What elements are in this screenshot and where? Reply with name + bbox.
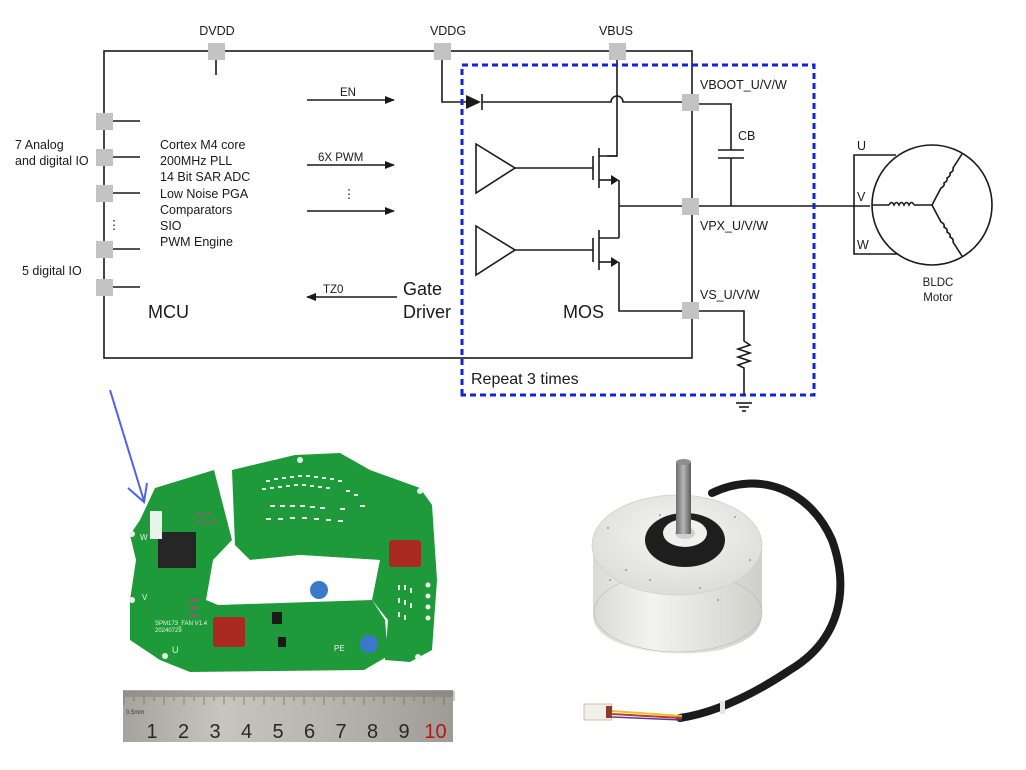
pcb-y-capacitor	[360, 635, 378, 653]
ground-icon	[736, 402, 752, 412]
high-side-gate-driver	[475, 142, 593, 195]
vddg-wire	[441, 60, 466, 103]
pcb-pad-w: W	[140, 533, 148, 542]
pcb-pad-v: V	[142, 593, 148, 602]
mcu-feature: Comparators	[160, 203, 232, 217]
label-phase-u: U	[857, 139, 866, 153]
vboot-wire	[482, 95, 682, 103]
ruler-number: 6	[304, 721, 315, 743]
motor-photo	[583, 459, 845, 722]
mcu-feature: Low Noise PGA	[160, 187, 249, 201]
pcb-pad-pe: PE	[334, 644, 345, 653]
ruler-number: 4	[241, 721, 252, 743]
label-7-analog: 7 Analog	[15, 138, 64, 152]
label-phase-v: V	[857, 190, 866, 204]
mcu-feature: Cortex M4 core	[160, 138, 245, 152]
gate-driver-line1: Gate	[403, 279, 442, 299]
ruler-number: 10	[424, 721, 446, 743]
mcu-feature: PWM Engine	[160, 235, 233, 249]
pin-dvdd	[208, 43, 225, 75]
pcb-film-capacitor	[213, 617, 245, 647]
ruler-number: 3	[209, 721, 220, 743]
label-and-digital-io: and digital IO	[15, 154, 89, 168]
mos-title: MOS	[563, 302, 604, 322]
label-bldc: BLDC	[923, 277, 954, 289]
low-side-mosfet	[592, 230, 682, 312]
label-motor: Motor	[923, 292, 953, 304]
pcb-photo: SPM173_FAN V1.4 20240729 U V W PE	[129, 453, 437, 672]
label-tz0: TZ0	[323, 284, 343, 296]
label-dvdd: DVDD	[199, 24, 234, 38]
mcu-feature: 200MHz PLL	[160, 154, 232, 168]
pcb-silkscreen-board: SPM173_FAN V1.4	[155, 621, 208, 627]
label-vddg: VDDG	[430, 24, 466, 38]
ruler-number: 5	[272, 721, 283, 743]
label-vs: VS_U/V/W	[700, 288, 760, 302]
label-phase-w: W	[857, 238, 869, 252]
low-side-gate-driver	[475, 224, 593, 277]
pcb-pad-u: U	[172, 645, 179, 655]
mcu-feature: 14 Bit SAR ADC	[160, 170, 250, 184]
label-vpx: VPX_U/V/W	[700, 219, 768, 233]
high-side-mosfet	[592, 148, 620, 238]
gate-driver-line2: Driver	[403, 302, 451, 322]
ruler-number: 1	[146, 721, 157, 743]
pcb-y-capacitor	[310, 581, 328, 599]
pin-vs	[682, 302, 699, 319]
ruler-number: 7	[335, 721, 346, 743]
io-ellipsis: ⋮	[108, 218, 121, 232]
label-5-digital-io: 5 digital IO	[22, 264, 82, 278]
pin-vboot	[682, 94, 699, 111]
label-en: EN	[340, 87, 356, 99]
pin-vbus	[609, 43, 626, 60]
label-repeat-3-times: Repeat 3 times	[471, 371, 579, 388]
ruler-number: 8	[367, 721, 378, 743]
label-vboot: VBOOT_U/V/W	[700, 78, 787, 92]
repeat-3-times-box	[460, 63, 816, 397]
label-cb: CB	[738, 129, 755, 143]
bootstrap-diode	[466, 94, 483, 110]
ruler-unit-label: 0.5mm	[126, 710, 144, 716]
io-pins	[96, 113, 140, 296]
pcb-silkscreen-date: 20240729	[155, 628, 182, 634]
pin-vddg	[434, 43, 451, 60]
signals-ellipsis: ⋮	[343, 187, 356, 201]
bldc-motor-symbol	[853, 144, 993, 266]
bootstrap-capacitor	[699, 103, 744, 206]
mcu-title: MCU	[148, 302, 189, 322]
pcb-film-capacitor	[389, 540, 421, 567]
pointer-arrow-icon	[109, 389, 148, 504]
label-vbus: VBUS	[599, 24, 633, 38]
ruler-number: 9	[398, 721, 409, 743]
vbus-wire	[607, 60, 618, 157]
shunt-resistor	[699, 310, 753, 395]
label-6x-pwm: 6X PWM	[318, 152, 363, 164]
pin-vpx	[682, 198, 699, 215]
mcu-feature: SIO	[160, 219, 182, 233]
ruler-number: 2	[178, 721, 189, 743]
mcu-feature-list: Cortex M4 core 200MHz PLL 14 Bit SAR ADC…	[160, 138, 250, 249]
